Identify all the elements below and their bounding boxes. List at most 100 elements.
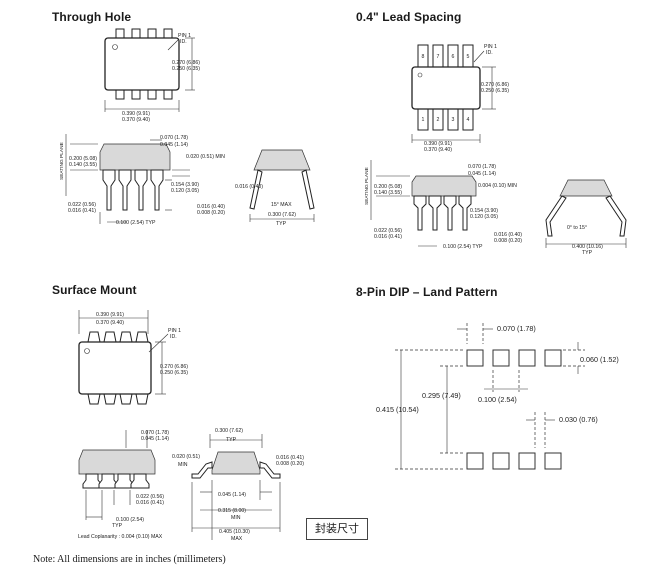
svg-text:0.370 (9.40): 0.370 (9.40)	[96, 320, 124, 326]
through-hole-side-view: SEATING PLANE 0.200 (5.08) 0.140 (3.55) …	[59, 134, 225, 226]
heading-lead-spacing: 0.4" Lead Spacing	[356, 10, 462, 24]
svg-text:0.100 (2.54): 0.100 (2.54)	[478, 395, 517, 404]
through-hole-end-view: 15° MAX 0.300 (7.62) TYP 0.016 (0.40) 0.…	[197, 149, 315, 227]
svg-text:0.200 (5.08): 0.200 (5.08)	[69, 156, 97, 162]
svg-text:0.300 (7.62): 0.300 (7.62)	[268, 212, 296, 218]
surface-mount-side-view: 0.070 (1.78) 0.045 (1.14) 0.022 (0.56) 0…	[78, 430, 169, 540]
pin-number: 7	[437, 54, 440, 60]
svg-text:0.008 (0.20): 0.008 (0.20)	[494, 238, 522, 244]
land-pad	[466, 349, 484, 367]
svg-text:0.100 (2.54): 0.100 (2.54)	[116, 517, 144, 523]
land-pad	[492, 452, 510, 470]
svg-text:0.045 (1.14): 0.045 (1.14)	[160, 142, 188, 148]
lead-spacing-side-view: SEATING PLANE 0.200 (5.08) 0.140 (3.55) …	[364, 160, 522, 250]
land-pad	[466, 452, 484, 470]
svg-text:0.315 (8.00): 0.315 (8.00)	[218, 508, 246, 514]
pin-number: 6	[452, 54, 455, 60]
svg-text:0.100 (2.54) TYP: 0.100 (2.54) TYP	[443, 244, 483, 250]
surface-mount-end-view: 0.300 (7.62) TYP 0.020 (0.51) MIN 0.016 …	[172, 428, 304, 542]
svg-text:0.030 (0.76): 0.030 (0.76)	[559, 415, 598, 424]
svg-text:TYP: TYP	[276, 221, 287, 227]
units-note: Note: All dimensions are in inches (mill…	[33, 554, 226, 565]
svg-text:0.405 (10.30): 0.405 (10.30)	[219, 529, 250, 535]
coplanarity-note: Lead Coplanarity : 0.004 (0.10) MAX	[78, 534, 163, 540]
svg-text:0.045 (1.14): 0.045 (1.14)	[468, 171, 496, 177]
svg-text:0.004 (0.10) MIN: 0.004 (0.10) MIN	[478, 183, 517, 189]
svg-text:0.200 (5.08): 0.200 (5.08)	[374, 184, 402, 190]
through-hole-top-view: PIN 1 ID. 0.270 (6.86) 0.250 (6.35) 0.39…	[104, 28, 200, 123]
svg-text:SEATING PLANE: SEATING PLANE	[364, 167, 370, 205]
land-pad	[544, 349, 562, 367]
svg-text:0.070 (1.78): 0.070 (1.78)	[497, 324, 536, 333]
svg-text:TYP: TYP	[226, 437, 237, 443]
svg-text:0.070 (1.78): 0.070 (1.78)	[141, 430, 169, 436]
pin-number: 2	[437, 117, 440, 123]
svg-text:0.016 (0.41): 0.016 (0.41)	[276, 455, 304, 461]
svg-text:0.250 (6.35): 0.250 (6.35)	[160, 370, 188, 376]
svg-text:ID.: ID.	[486, 50, 493, 56]
svg-text:0.270 (6.86): 0.270 (6.86)	[172, 60, 200, 66]
svg-text:0.250 (6.35): 0.250 (6.35)	[172, 66, 200, 72]
svg-text:0.022 (0.56): 0.022 (0.56)	[136, 494, 164, 500]
svg-text:0.070 (1.78): 0.070 (1.78)	[160, 135, 188, 141]
svg-text:0.370 (9.40): 0.370 (9.40)	[122, 117, 150, 123]
svg-text:0.390 (9.91): 0.390 (9.91)	[122, 111, 150, 117]
svg-text:0.008 (0.20): 0.008 (0.20)	[276, 461, 304, 467]
svg-text:0.140 (3.55): 0.140 (3.55)	[69, 162, 97, 168]
svg-text:0.100 (2.54) TYP: 0.100 (2.54) TYP	[116, 220, 156, 226]
svg-text:0.020 (0.51): 0.020 (0.51)	[172, 454, 200, 460]
pin1-label: PIN 1	[178, 33, 191, 39]
land-pattern: 0.070 (1.78) 0.060 (1.52) 0.415 (10.54) …	[376, 323, 619, 470]
heading-through-hole: Through Hole	[52, 10, 132, 24]
svg-text:0.045 (1.14): 0.045 (1.14)	[218, 492, 246, 498]
land-pad	[492, 349, 510, 367]
seating-plane-label: SEATING PLANE	[59, 142, 65, 180]
svg-text:0.045 (1.14): 0.045 (1.14)	[141, 436, 169, 442]
svg-text:0.070 (1.78): 0.070 (1.78)	[468, 164, 496, 170]
svg-text:0.390 (9.91): 0.390 (9.91)	[424, 141, 452, 147]
svg-text:0.270 (6.86): 0.270 (6.86)	[160, 364, 188, 370]
svg-text:MIN: MIN	[231, 515, 241, 521]
svg-text:0.016 (0.41): 0.016 (0.41)	[136, 500, 164, 506]
svg-text:0.270 (6.86): 0.270 (6.86)	[481, 82, 509, 88]
pin-number: 3	[452, 117, 455, 123]
lead-spacing-end-view: 0° to 15° 0.400 (10.16) TYP	[545, 179, 627, 256]
svg-text:0.020 (0.51) MIN: 0.020 (0.51) MIN	[186, 154, 225, 160]
svg-text:PIN 1: PIN 1	[168, 328, 181, 334]
svg-text:0.060 (1.52): 0.060 (1.52)	[580, 355, 619, 364]
svg-text:0.370 (9.40): 0.370 (9.40)	[424, 147, 452, 153]
svg-text:TYP: TYP	[582, 250, 593, 256]
svg-text:0.400 (10.16): 0.400 (10.16)	[572, 244, 603, 250]
svg-text:0.295 (7.49): 0.295 (7.49)	[422, 391, 461, 400]
svg-text:0.016 (0.40): 0.016 (0.40)	[197, 204, 225, 210]
svg-text:0.415 (10.54): 0.415 (10.54)	[376, 405, 419, 414]
svg-text:0.008 (0.20): 0.008 (0.20)	[197, 210, 225, 216]
svg-text:0.250 (6.35): 0.250 (6.35)	[481, 88, 509, 94]
svg-text:PIN 1: PIN 1	[484, 44, 497, 50]
svg-text:0.022 (0.56): 0.022 (0.56)	[68, 202, 96, 208]
svg-text:0.154 (3.90): 0.154 (3.90)	[470, 208, 498, 214]
lead-spacing-top-view: PIN 1 ID. 0.270 (6.86) 0.250 (6.35) 0.39…	[411, 44, 509, 153]
package-dimensions-caption: 封装尺寸	[306, 518, 368, 540]
pin-number: 8	[422, 54, 425, 60]
svg-text:15° MAX: 15° MAX	[271, 202, 292, 208]
pin-number: 1	[422, 117, 425, 123]
svg-text:0.016 (0.40): 0.016 (0.40)	[235, 184, 263, 190]
svg-text:0.022 (0.56): 0.022 (0.56)	[374, 228, 402, 234]
svg-text:0.300 (7.62): 0.300 (7.62)	[215, 428, 243, 434]
svg-text:0.120 (3.05): 0.120 (3.05)	[171, 188, 199, 194]
heading-land-pattern: 8-Pin DIP – Land Pattern	[356, 285, 498, 299]
pin-number: 4	[467, 117, 470, 123]
svg-text:MAX: MAX	[231, 536, 243, 542]
svg-text:0° to 15°: 0° to 15°	[567, 225, 587, 231]
svg-text:ID.: ID.	[170, 334, 177, 340]
svg-text:0.120 (3.05): 0.120 (3.05)	[470, 214, 498, 220]
svg-text:0.016 (0.41): 0.016 (0.41)	[374, 234, 402, 240]
svg-text:0.154 (3.90): 0.154 (3.90)	[171, 182, 199, 188]
land-pad	[518, 452, 536, 470]
svg-text:MIN: MIN	[178, 462, 188, 468]
land-pad	[518, 349, 536, 367]
svg-text:0.390 (9.91): 0.390 (9.91)	[96, 312, 124, 318]
heading-surface-mount: Surface Mount	[52, 283, 137, 297]
